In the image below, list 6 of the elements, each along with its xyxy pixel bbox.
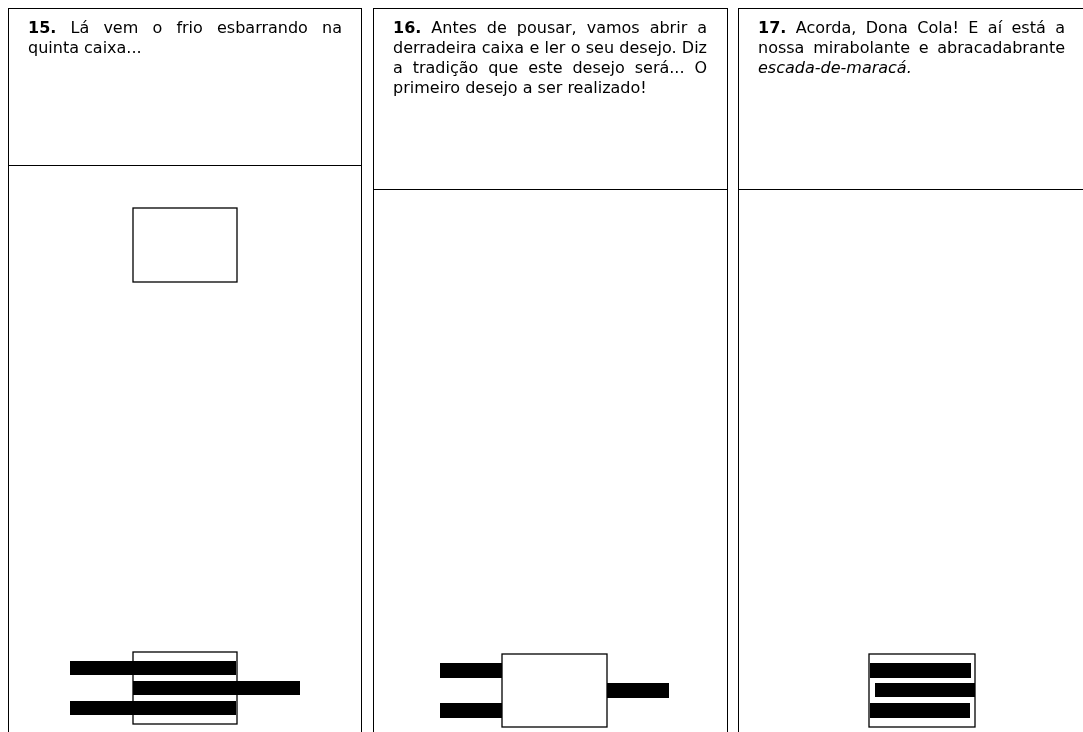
panel-caption: 15. Lá vem o frio esbarrando na quinta caixa... — [28, 18, 342, 58]
panel-caption: 16. Antes de pousar, vamos abrir a derradeira caixa e ler o seu desejo. Diz a tradição que este desejo será... O primeiro desejo a ser realizado! — [393, 18, 707, 98]
comic-panel — [8, 8, 362, 732]
panel-caption: 17. Acorda, Dona Cola! E aí está a nossa mirabolante e abracadabrante escada-de-maracá. — [758, 18, 1065, 78]
comic-panel — [738, 8, 1083, 732]
comic-panel — [373, 8, 728, 732]
